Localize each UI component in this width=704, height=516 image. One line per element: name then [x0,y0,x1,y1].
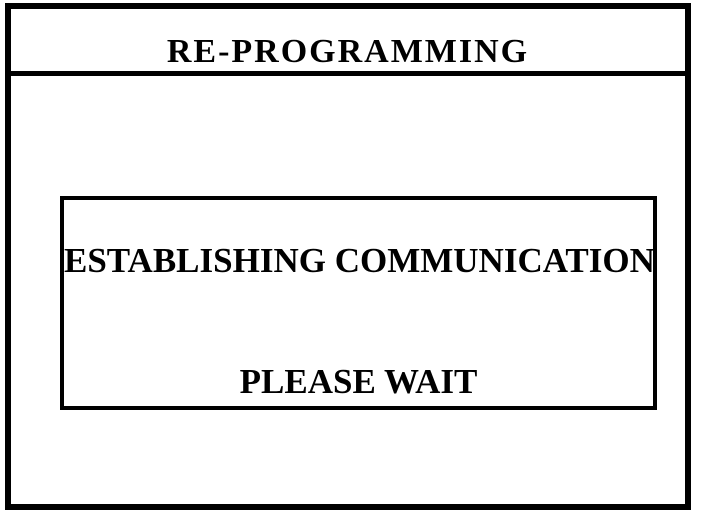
status-message: ESTABLISHING COMMUNICATION [64,241,655,280]
screen-title: RE-PROGRAMMING [166,33,530,70]
please-wait-label: PLEASE WAIT [239,362,478,401]
title-bar: RE-PROGRAMMING [11,9,685,76]
status-dialog: ESTABLISHING COMMUNICATION PLEASE WAIT [60,196,657,410]
reprogramming-screen: RE-PROGRAMMING ESTABLISHING COMMUNICATIO… [5,3,691,510]
